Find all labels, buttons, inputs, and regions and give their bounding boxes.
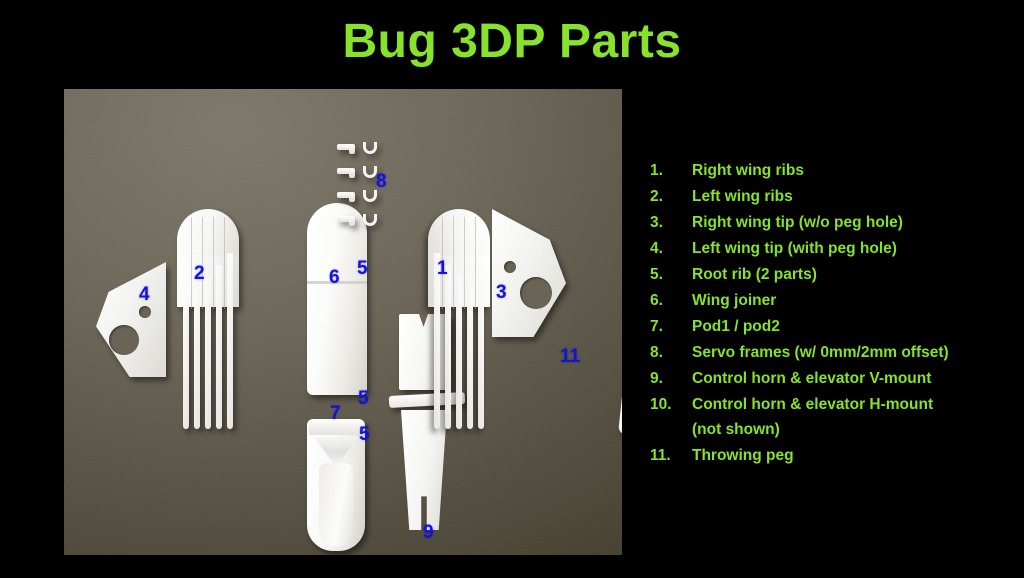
rib-ridge <box>464 217 465 309</box>
list-item: 3. Right wing tip (w/o peg hole) <box>650 210 1016 235</box>
rib-fin <box>478 303 484 429</box>
part-root-rib-upper <box>399 314 451 390</box>
pod-cavity <box>319 463 353 547</box>
callout-2: 2 <box>194 263 205 284</box>
list-item-label: Right wing tip (w/o peg hole) <box>692 214 903 231</box>
callout-6: 5 <box>358 388 369 409</box>
list-item: 11. Throwing peg <box>650 443 1016 468</box>
wing-tip-small-hole <box>139 306 151 318</box>
list-item-number: 9. <box>650 370 663 387</box>
callout-7a: 6 <box>329 267 340 288</box>
list-item-label: Throwing peg <box>692 447 794 464</box>
root-rib-notch <box>419 314 428 327</box>
part-throwing-peg <box>618 376 622 436</box>
servo-arm <box>337 216 355 222</box>
rib-fin <box>216 265 222 429</box>
part-servo-frame <box>337 213 383 226</box>
callout-8: 8 <box>376 171 387 192</box>
part-pod1 <box>307 203 367 395</box>
list-item: 5. Root rib (2 parts) <box>650 262 1016 287</box>
servo-u-hook <box>363 142 377 154</box>
rib-ridge <box>475 217 476 309</box>
rib-ridge <box>202 217 203 309</box>
rib-ridge <box>453 217 454 309</box>
wing-tip-peg-hole <box>109 325 139 355</box>
part-servo-frame <box>337 165 383 178</box>
part-left-wing-tip <box>96 262 166 377</box>
pod-lip <box>309 419 363 435</box>
list-item-number: 10. <box>650 396 672 413</box>
rib-fin <box>467 289 473 429</box>
rib-fin <box>194 289 200 429</box>
rib-fin <box>227 253 233 429</box>
servo-foot <box>349 195 355 202</box>
servo-foot <box>349 171 355 178</box>
callout-11: 11 <box>560 346 581 367</box>
part-servo-frame <box>337 189 383 202</box>
servo-arm <box>337 144 355 150</box>
list-item-label: Right wing ribs <box>692 162 804 179</box>
rib-ridge <box>213 217 214 309</box>
list-item-label: Pod1 / pod2 <box>692 318 780 335</box>
list-item: 10. Control horn & elevator H-mount (not… <box>650 392 1016 442</box>
list-item: 6. Wing joiner <box>650 288 1016 313</box>
callout-7b: 7 <box>330 403 341 424</box>
callout-9: 9 <box>423 522 434 543</box>
parts-list: 1. Right wing ribs 2. Left wing ribs 3. … <box>650 158 1016 469</box>
list-item-number: 5. <box>650 266 663 283</box>
list-item-number: 11. <box>650 447 671 464</box>
list-item-number: 4. <box>650 240 663 257</box>
rib-fin <box>205 277 211 429</box>
servo-u-hook <box>363 166 377 178</box>
callout-5a: 5 <box>357 258 368 279</box>
list-item-number: 8. <box>650 344 663 361</box>
list-item-label: Root rib (2 parts) <box>692 266 817 283</box>
list-item-label: Left wing tip (with peg hole) <box>692 240 897 257</box>
wing-tip-blade <box>492 209 566 337</box>
servo-arm <box>337 192 355 198</box>
callout-4: 4 <box>139 284 150 305</box>
servo-foot <box>349 219 355 226</box>
list-item-number: 6. <box>650 292 663 309</box>
wing-tip-blade <box>96 262 166 377</box>
servo-u-hook <box>363 190 377 202</box>
rib-fin <box>456 277 462 429</box>
part-right-wing-ribs <box>428 209 490 429</box>
list-item-label: Control horn & elevator V-mount <box>692 370 932 387</box>
wing-tip-large-hole <box>520 277 552 309</box>
list-item-number: 3. <box>650 214 663 231</box>
callout-5b: 5 <box>359 424 370 445</box>
list-item: 1. Right wing ribs <box>650 158 1016 183</box>
rib-fin <box>434 253 440 429</box>
callout-3: 3 <box>496 282 507 303</box>
list-item: 2. Left wing ribs <box>650 184 1016 209</box>
list-item-number: 2. <box>650 188 663 205</box>
list-item: 8. Servo frames (w/ 0mm/2mm offset) <box>650 340 1016 365</box>
parts-photo: 4 2 6 8 5 5 5 1 3 11 7 9 <box>64 89 622 555</box>
part-pod2 <box>307 419 365 551</box>
list-item-label: Wing joiner <box>692 292 777 309</box>
list-item: 7. Pod1 / pod2 <box>650 314 1016 339</box>
list-item-number: 1. <box>650 162 663 179</box>
list-item: 4. Left wing tip (with peg hole) <box>650 236 1016 261</box>
list-item-number: 7. <box>650 318 663 335</box>
servo-u-hook <box>363 214 377 226</box>
list-item-label: Left wing ribs <box>692 188 793 205</box>
part-servo-frame <box>337 141 383 154</box>
part-right-wing-tip <box>492 209 566 337</box>
list-item-label: Control horn & elevator H-mount (not sho… <box>692 396 934 438</box>
servo-foot <box>349 147 355 154</box>
pod-seam <box>307 281 367 284</box>
rib-ridge <box>191 217 192 309</box>
page-title: Bug 3DP Parts <box>342 15 682 68</box>
part-left-wing-ribs <box>177 209 239 429</box>
rib-fin <box>183 303 189 429</box>
list-item: 9. Control horn & elevator V-mount <box>650 366 1016 391</box>
wing-tip-small-hole <box>504 261 516 273</box>
rib-fin <box>445 265 451 429</box>
list-item-label: Servo frames (w/ 0mm/2mm offset) <box>692 344 949 361</box>
callout-1: 1 <box>437 258 448 279</box>
rib-ridge <box>224 217 225 309</box>
servo-arm <box>337 168 355 174</box>
